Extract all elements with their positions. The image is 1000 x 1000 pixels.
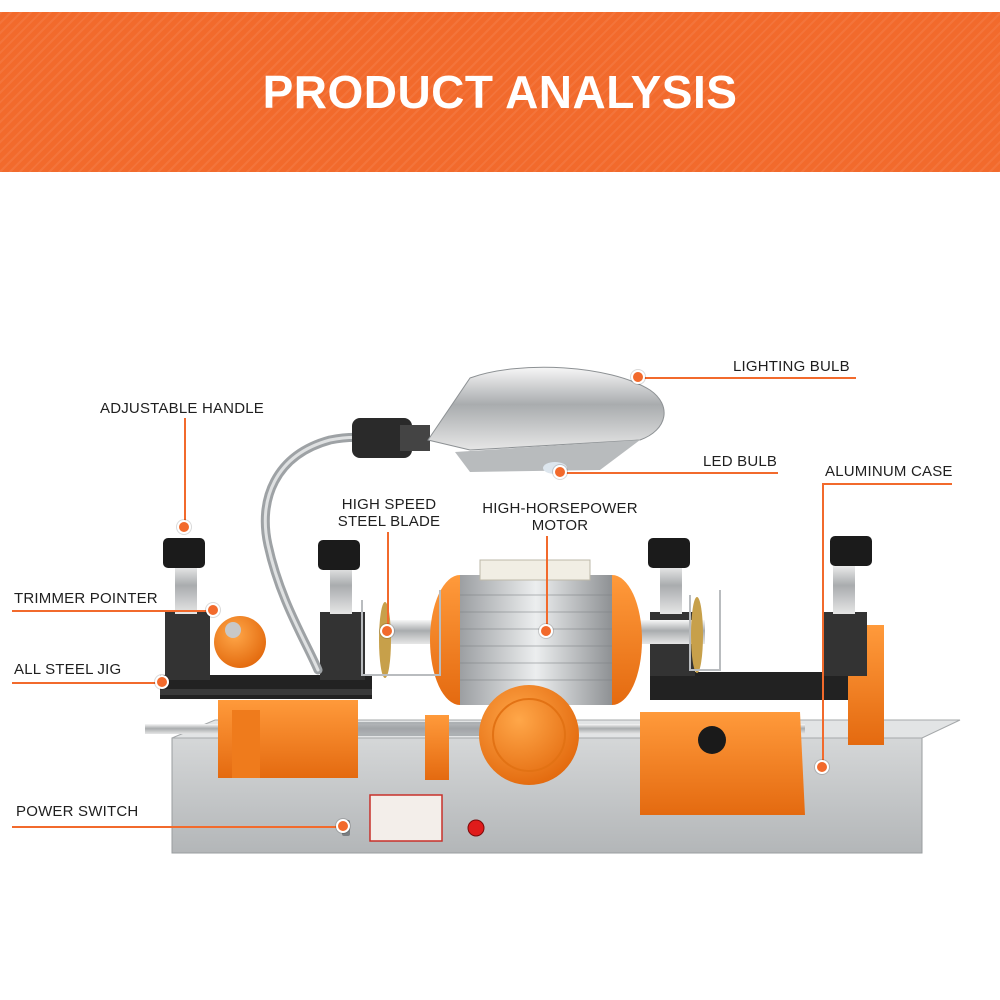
callout-dot-adjustable-handle [177, 520, 191, 534]
callout-line-led-horizontal [563, 472, 778, 474]
callout-line-handle-vertical [184, 418, 186, 524]
callout-dot-motor [539, 624, 553, 638]
callout-line-power-horizontal [12, 826, 342, 828]
callout-line-aluminum-vertical [822, 483, 824, 763]
gooseneck-lamp [260, 366, 665, 675]
left-carriage [160, 538, 449, 780]
label-led-bulb: LED BULB [703, 453, 778, 470]
label-adjustable-handle: ADJUSTABLE HANDLE [100, 400, 264, 417]
label-lighting-bulb: LIGHTING BULB [733, 358, 850, 375]
callout-line-blade-vertical [387, 532, 389, 627]
callout-dot-trimmer-pointer [206, 603, 220, 617]
callout-line-motor-vertical [546, 536, 548, 626]
callout-dot-aluminum-case [815, 760, 829, 774]
label-steel-blade-line2: STEEL BLADE [337, 513, 441, 530]
callout-dot-lighting-bulb [631, 370, 645, 384]
callout-line-lighting-horizontal [640, 377, 856, 379]
label-motor-line2: MOTOR [531, 517, 589, 534]
label-power-switch: POWER SWITCH [16, 803, 139, 820]
label-trimmer-pointer: TRIMMER POINTER [14, 590, 158, 607]
label-steel-blade-line1: HIGH SPEED [341, 496, 437, 513]
callout-dot-all-steel-jig [155, 675, 169, 689]
motor-assembly [361, 559, 721, 785]
label-all-steel-jig: ALL STEEL JIG [14, 661, 122, 678]
label-motor-line1: HIGH-HORSEPOWER [482, 500, 638, 517]
callout-line-jig-horizontal [12, 682, 162, 684]
label-steel-blade: HIGH SPEED STEEL BLADE [336, 496, 442, 530]
callout-dot-led-bulb [553, 465, 567, 479]
callout-line-aluminum-horizontal [822, 483, 952, 485]
callout-dot-steel-blade [380, 624, 394, 638]
callout-line-trimmer-horizontal [12, 610, 212, 612]
callout-dot-power-switch [336, 819, 350, 833]
header-banner: PRODUCT ANALYSIS [0, 12, 1000, 172]
page-title: PRODUCT ANALYSIS [262, 66, 738, 118]
label-aluminum-case: ALUMINUM CASE [825, 463, 953, 480]
label-motor: HIGH-HORSEPOWER MOTOR [474, 500, 646, 534]
right-carriage [640, 536, 884, 815]
